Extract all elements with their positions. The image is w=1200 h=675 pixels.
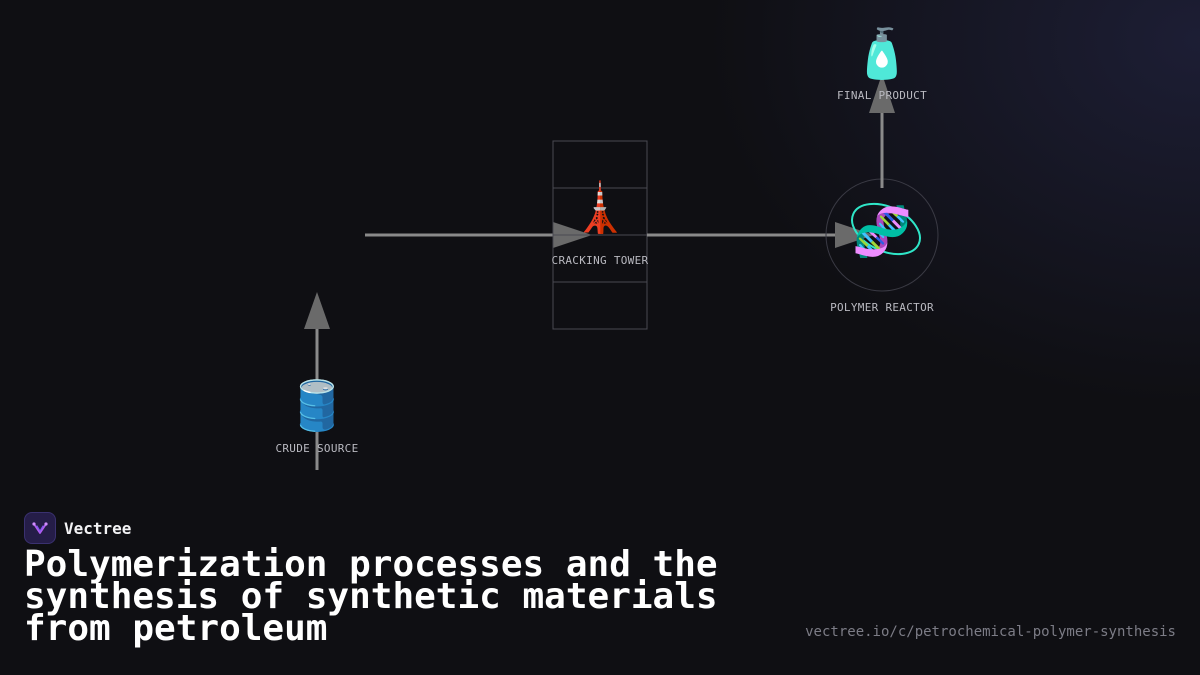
brand-name: Vectree <box>64 518 132 538</box>
vectree-logo-icon <box>24 512 56 544</box>
node-label-cracking-tower: CRACKING TOWER <box>551 254 649 267</box>
cracking-tower-frame <box>552 140 648 330</box>
source-url[interactable]: vectree.io/c/petrochemical-polymer-synth… <box>805 624 1176 640</box>
node-label-final-product: FINAL PRODUCT <box>837 89 927 102</box>
dna-icon: 🧬 <box>852 204 912 260</box>
arrowhead-into-reactor <box>835 222 874 248</box>
arrowhead-crude-up <box>304 292 330 329</box>
lotion-bottle-icon: 🧴 <box>852 26 912 82</box>
page-title: Polymerization processes and the synthes… <box>24 544 718 649</box>
tower-icon: 🗼 <box>570 180 630 236</box>
reactor-orbit <box>851 202 921 256</box>
oil-barrel-icon: 🛢️ <box>287 378 347 434</box>
arrowhead-into-product <box>869 74 895 113</box>
node-label-crude-source: CRUDE SOURCE <box>275 442 359 455</box>
node-label-polymer-reactor: POLYMER REACTOR <box>830 301 934 314</box>
brand: Vectree <box>24 512 131 544</box>
